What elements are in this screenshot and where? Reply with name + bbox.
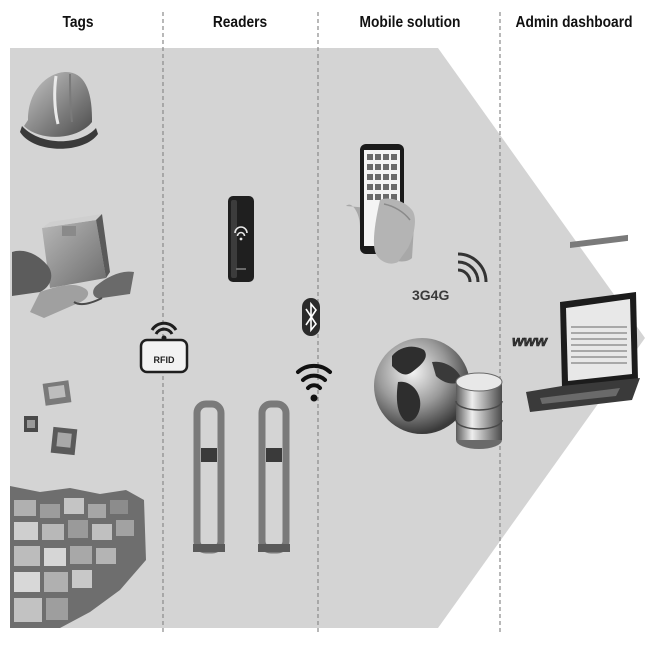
package-handoff-icon <box>12 214 134 318</box>
dashboard-screen-content <box>571 326 627 364</box>
rfid-badge-label: RFID <box>154 355 175 365</box>
www-icon: www <box>512 333 549 351</box>
laptop-icon <box>526 234 640 412</box>
rfid-badge-icon: RFID <box>139 321 189 374</box>
background-panel <box>10 48 645 628</box>
smartphone-icon <box>346 144 415 264</box>
rfid-tag-chips-icon <box>24 380 78 456</box>
bluetooth-icon <box>302 298 320 336</box>
globe-icon <box>374 338 470 434</box>
column-header-admin-dashboard: Admin dashboard <box>515 14 633 31</box>
app-icon-grid <box>367 154 397 200</box>
hard-hat-icon <box>20 72 98 149</box>
wifi-icon <box>296 363 332 402</box>
handheld-reader-icon <box>228 196 254 282</box>
cellular-signal-icon: 3G4G <box>412 252 488 303</box>
column-header-tags: Tags <box>62 14 94 31</box>
database-icon <box>455 372 503 449</box>
column-header-readers: Readers <box>212 14 268 31</box>
column-header-mobile-solution: Mobile solution <box>359 14 461 31</box>
warehouse-boxes-icon <box>10 486 146 628</box>
network-generation-label: 3G4G <box>412 287 449 303</box>
security-gate-icon <box>193 400 290 554</box>
www-label: www <box>512 333 548 350</box>
